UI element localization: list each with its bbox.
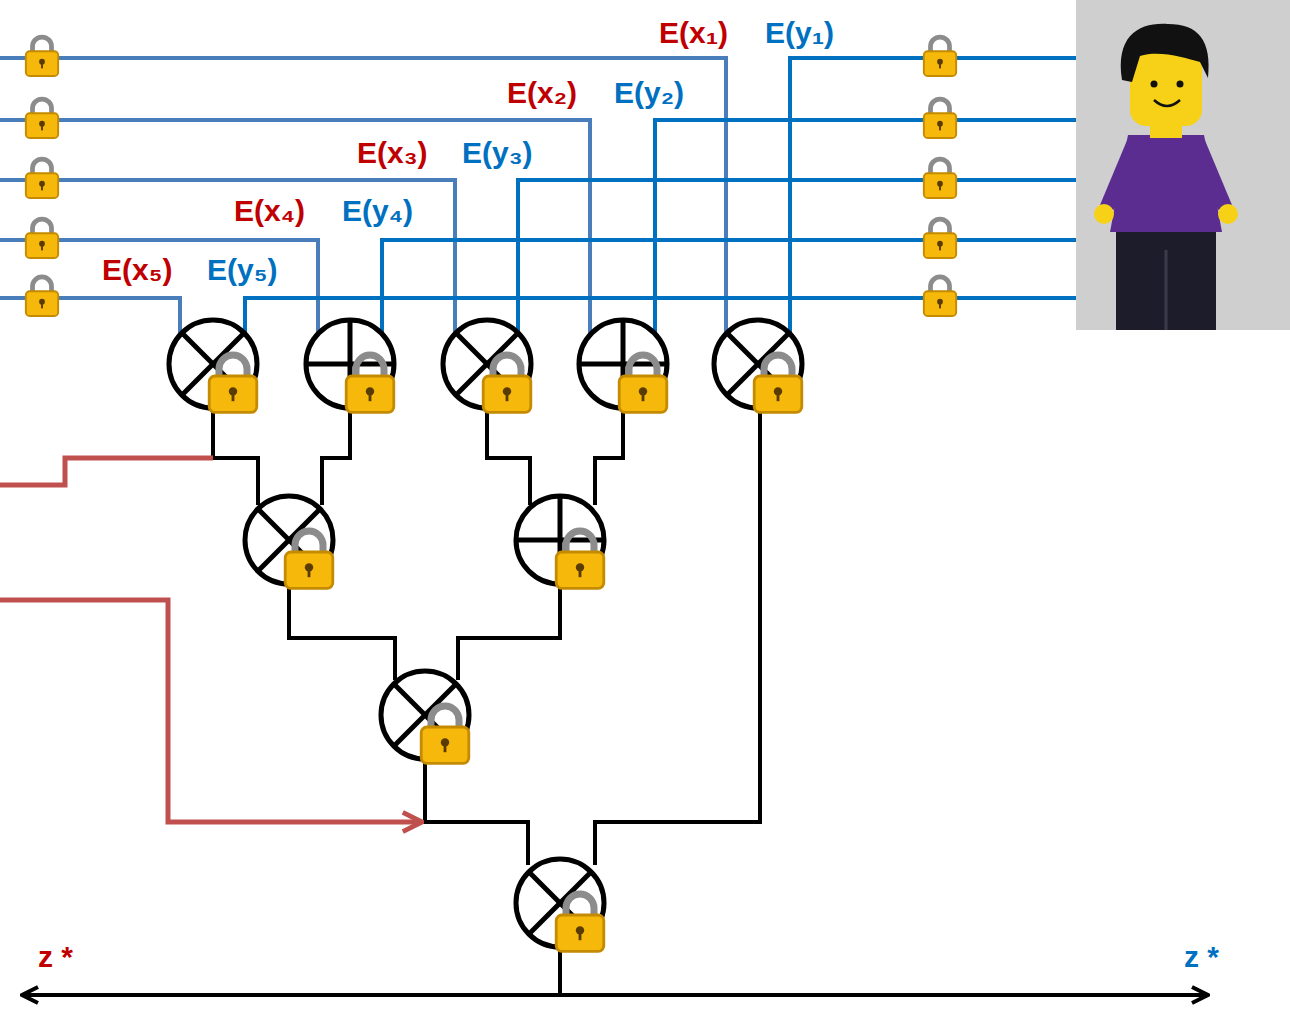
padlock-icon bbox=[421, 706, 469, 763]
figure-arm bbox=[1198, 138, 1232, 210]
output-arrow bbox=[22, 993, 1208, 997]
input-label: E(y₄) bbox=[340, 194, 415, 227]
padlock-icon bbox=[924, 37, 956, 76]
wire-locks bbox=[26, 37, 956, 316]
wire bbox=[595, 400, 623, 505]
person-figure bbox=[1076, 0, 1290, 330]
figure-hand bbox=[1094, 204, 1114, 224]
input-label: E(x₄) bbox=[232, 194, 307, 227]
padlock-icon bbox=[924, 159, 956, 198]
output-label: z * bbox=[1182, 940, 1221, 973]
figure-eye bbox=[1151, 81, 1158, 88]
input-label: E(y₃) bbox=[460, 136, 535, 169]
padlock-icon bbox=[26, 99, 58, 138]
gate-locks bbox=[209, 355, 802, 951]
wire bbox=[0, 180, 455, 340]
padlock-icon bbox=[483, 355, 531, 412]
gates bbox=[169, 320, 802, 947]
wire bbox=[518, 180, 1090, 340]
padlock-icon bbox=[754, 355, 802, 412]
padlock-icon bbox=[209, 355, 257, 412]
padlock-icon bbox=[26, 159, 58, 198]
padlock-icon bbox=[26, 37, 58, 76]
input-label: E(y₂) bbox=[612, 76, 686, 109]
figure-hand bbox=[1218, 204, 1238, 224]
wire bbox=[322, 400, 350, 505]
figure-leg-split bbox=[1165, 250, 1168, 330]
padlock-icon bbox=[619, 355, 667, 412]
padlock-icon bbox=[285, 531, 333, 588]
figure-eye bbox=[1177, 81, 1184, 88]
figure-smile bbox=[1154, 100, 1180, 106]
circuit-wires bbox=[213, 400, 760, 995]
input-label: E(x₅) bbox=[100, 253, 174, 286]
figure-arm bbox=[1100, 138, 1134, 210]
padlock-icon bbox=[556, 531, 604, 588]
wire bbox=[458, 580, 560, 680]
padlock-icon bbox=[26, 277, 58, 316]
figure-legs bbox=[1116, 228, 1216, 330]
input-label: E(x₁) bbox=[657, 16, 730, 49]
wire bbox=[655, 120, 1090, 340]
figure-hair bbox=[1121, 24, 1209, 82]
padlock-icon bbox=[924, 277, 956, 316]
output-label: z * bbox=[36, 940, 75, 973]
figure-head bbox=[1130, 52, 1202, 126]
input-wires-y bbox=[245, 58, 1090, 340]
padlock-icon bbox=[924, 99, 956, 138]
pointer-arrow bbox=[0, 600, 422, 822]
input-label: E(x₂) bbox=[505, 76, 579, 109]
wire bbox=[0, 120, 590, 340]
padlock-icon bbox=[556, 894, 604, 951]
wire bbox=[595, 400, 760, 865]
red-pointers bbox=[0, 458, 422, 822]
input-label: E(y₁) bbox=[763, 16, 836, 49]
padlock-icon bbox=[924, 219, 956, 258]
wire bbox=[425, 755, 528, 865]
input-label: E(y₅) bbox=[205, 253, 279, 286]
padlock-icon bbox=[26, 219, 58, 258]
wire bbox=[289, 580, 395, 680]
padlock-icon bbox=[346, 355, 394, 412]
input-label: E(x₃) bbox=[355, 136, 430, 169]
photo-background bbox=[1076, 0, 1290, 330]
wire bbox=[487, 400, 530, 505]
wire bbox=[213, 400, 258, 505]
pointer-line bbox=[0, 458, 213, 485]
